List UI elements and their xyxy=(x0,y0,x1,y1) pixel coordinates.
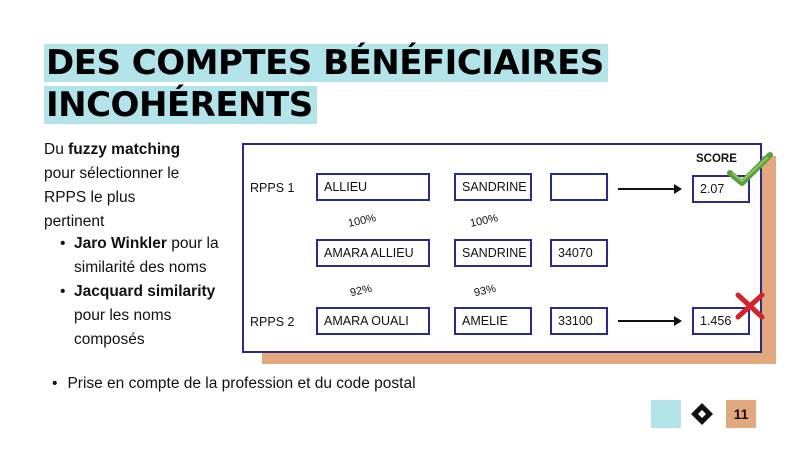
pct-name-1: 100% xyxy=(347,212,378,230)
bullet-jaro-rest: pour la similarité des noms xyxy=(74,235,219,276)
bullet-jacquard-rest: pour les noms composés xyxy=(74,307,172,348)
bullet-jacquard-bold: Jacquard similarity xyxy=(74,283,216,300)
rpps2-label: RPPS 2 xyxy=(250,315,295,329)
rpps1-name-field: ALLIEU xyxy=(316,173,430,201)
bullet-jaro-bold: Jaro Winkler xyxy=(74,235,167,252)
ref-name-field: AMARA ALLIEU xyxy=(316,239,430,267)
pct-name-2: 92% xyxy=(348,282,374,300)
title-line-2: INCOHÉRENTS xyxy=(44,86,317,124)
bullet-jaro: Jaro Winkler pour la similarité des noms xyxy=(60,232,240,280)
rpps1-score-field: 2.07 xyxy=(692,175,750,203)
footer-teal-square xyxy=(651,400,681,428)
rpps2-score-field: 1.456 xyxy=(692,307,750,335)
check-icon xyxy=(727,152,773,186)
pct-firstname-2: 93% xyxy=(472,282,498,300)
rpps2-firstname-field: AMELIE xyxy=(454,307,532,335)
bullet-jacquard: Jacquard similarity pour les noms compos… xyxy=(60,280,240,352)
ref-firstname-field: SANDRINE xyxy=(454,239,532,267)
rpps2-postal-field: 33100 xyxy=(550,307,608,335)
page-number: 11 xyxy=(726,400,756,428)
rpps1-label: RPPS 1 xyxy=(250,181,295,195)
rpps1-firstname-field: SANDRINE xyxy=(454,173,532,201)
cross-icon xyxy=(735,292,765,320)
diamond-icon xyxy=(691,403,713,425)
rpps2-name-field: AMARA OUALI xyxy=(316,307,430,335)
score-header: SCORE xyxy=(696,153,737,165)
rpps1-postal-field xyxy=(550,173,608,201)
matching-diagram: SCORE RPPS 1 ALLIEU SANDRINE 2.07 100% 1… xyxy=(242,143,773,353)
title-line-1: DES COMPTES BÉNÉFICIAIRES xyxy=(44,44,608,82)
ref-postal-field: 34070 xyxy=(550,239,608,267)
intro-prefix: Du xyxy=(44,141,69,158)
rpps1-arrow xyxy=(618,184,682,194)
intro-text: Du fuzzy matching pour sélectionner le R… xyxy=(44,138,244,234)
intro-bold: fuzzy matching xyxy=(68,141,181,158)
method-bullets: Jaro Winkler pour la similarité des noms… xyxy=(60,232,240,352)
intro-rest: pour sélectionner le RPPS le plus pertin… xyxy=(44,165,180,230)
pct-firstname-1: 100% xyxy=(469,212,500,230)
rpps2-arrow xyxy=(618,316,682,326)
bullet-profession: Prise en compte de la profession et du c… xyxy=(52,372,415,396)
